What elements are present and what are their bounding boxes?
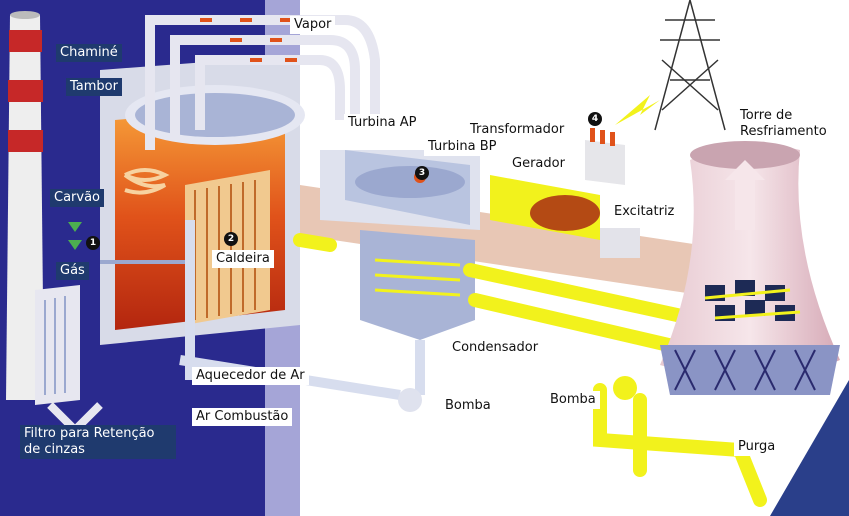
step-badge-4: 4: [588, 112, 602, 126]
label-condensador: Condensador: [448, 339, 543, 357]
label-excitatriz: Excitatriz: [610, 203, 679, 221]
chimney: [6, 11, 44, 400]
power-pylon: [654, 0, 726, 131]
power-bolt: [615, 95, 660, 125]
steam-pipes: [145, 15, 380, 150]
label-turbina-bp: Turbina BP: [424, 138, 501, 156]
label-gas: Gás: [56, 262, 89, 280]
label-tambor: Tambor: [66, 78, 122, 96]
generator: [490, 175, 640, 258]
condenser: [360, 230, 475, 340]
step-badge-3: 3: [415, 166, 429, 180]
label-bomba-1: Bomba: [441, 397, 495, 415]
cooling-water-pipes: [293, 233, 767, 507]
label-bomba-2: Bomba: [546, 391, 600, 409]
label-ar-combustao: Ar Combustão: [192, 408, 293, 426]
cooling-tower: [660, 141, 840, 395]
label-transformador: Transformador: [466, 121, 569, 139]
label-aquecedor-de-ar: Aquecedor de Ar: [192, 367, 309, 385]
label-caldeira: Caldeira: [212, 250, 274, 268]
fuel-inputs: [68, 222, 185, 264]
label-chamine: Chaminé: [56, 44, 122, 62]
label-torre-de-resfriamento: Torre de Resfriamento: [736, 107, 848, 141]
label-purga: Purga: [734, 438, 780, 456]
label-gerador: Gerador: [508, 155, 569, 173]
label-filtro: Filtro para Retenção de cinzas: [20, 425, 176, 459]
label-turbina-ap: Turbina AP: [344, 114, 421, 132]
bottom-right-blue: [770, 380, 849, 516]
label-vapor: Vapor: [290, 16, 336, 34]
pump-2: [613, 376, 637, 400]
step-badge-1: 1: [86, 236, 100, 250]
pump-1: [398, 388, 422, 412]
label-carvao: Carvão: [50, 189, 105, 207]
steam-flow-arrows: [200, 18, 297, 62]
turbine: [345, 150, 470, 225]
transformer: [585, 128, 625, 185]
step-badge-2: 2: [224, 232, 238, 246]
